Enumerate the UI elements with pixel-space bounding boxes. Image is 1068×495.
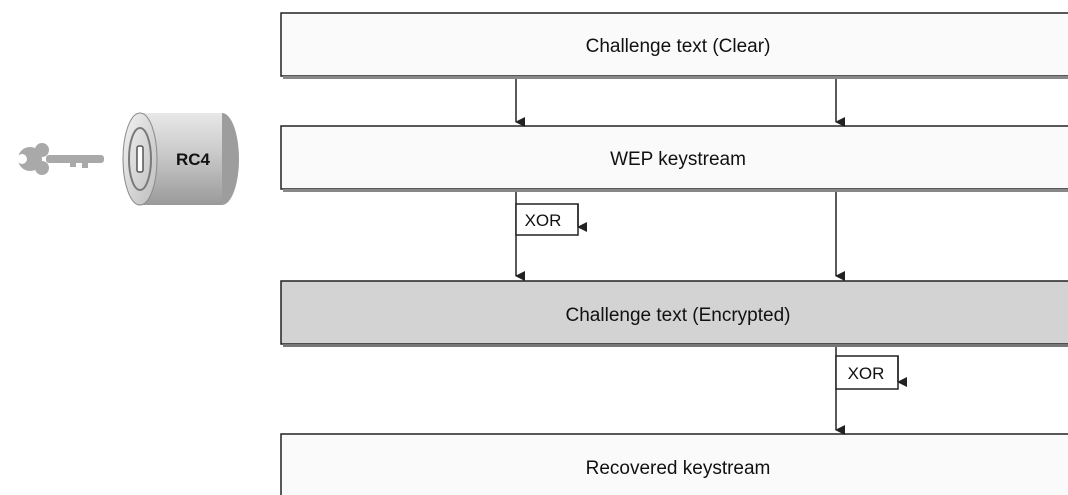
key-icon (17, 143, 104, 175)
challenge-clear-label: Challenge text (Clear) (586, 36, 771, 57)
xor-step-1: XOR (515, 192, 587, 281)
challenge-encrypted-label: Challenge text (Encrypted) (566, 305, 791, 326)
challenge-clear-box: Challenge text (Clear) (280, 12, 1068, 79)
rc4-label: RC4 (176, 150, 211, 169)
xor-step-2: XOR (835, 347, 907, 435)
wep-keystream-box: WEP keystream (280, 125, 1068, 192)
recovered-keystream-box: Recovered keystream (280, 433, 1068, 495)
rc4-cylinder-icon: RC4 (122, 112, 239, 206)
challenge-encrypted-box: Challenge text (Encrypted) (280, 280, 1068, 347)
wep-keystream-label: WEP keystream (610, 149, 746, 170)
xor-label-1: XOR (525, 211, 562, 230)
xor-label-2: XOR (848, 364, 885, 383)
recovered-keystream-label: Recovered keystream (586, 458, 771, 479)
